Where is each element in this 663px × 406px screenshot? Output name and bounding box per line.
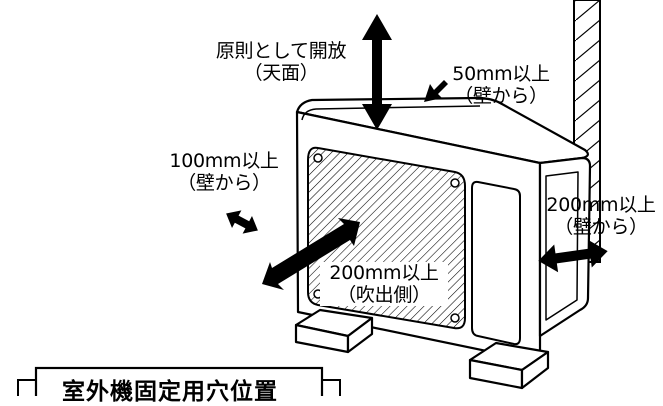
mounting-feet [294, 308, 550, 390]
right-clearance-arrow [538, 239, 608, 273]
back-clearance-arrow [424, 80, 448, 102]
label-left-line1: 100mm以上 [169, 150, 279, 172]
label-top-clearance: 原則として開放 （天面） [206, 40, 356, 84]
section-title-frame [17, 366, 341, 396]
label-top-line1: 原則として開放 [215, 40, 347, 62]
label-right-line2: （壁から） [554, 216, 648, 238]
label-left-line2: （壁から） [177, 172, 271, 194]
label-back-line2: （壁から） [454, 85, 548, 107]
label-front-line2: （吹出側） [337, 284, 431, 306]
label-left-clearance: 100mm以上 （壁から） [162, 150, 286, 194]
section-title: 室外機固定用穴位置 [62, 379, 278, 405]
label-back-line1: 50mm以上 [452, 63, 550, 85]
label-front-clearance: 200mm以上 （吹出側） [320, 262, 448, 306]
service-panel [471, 180, 521, 346]
label-top-line2: （天面） [243, 62, 319, 84]
label-front-line1: 200mm以上 [329, 262, 439, 284]
label-back-clearance: 50mm以上 （壁から） [446, 63, 556, 107]
top-clearance-arrow [362, 14, 392, 130]
label-right-clearance: 200mm以上 （壁から） [540, 194, 662, 238]
left-clearance-arrow [226, 210, 258, 234]
label-right-line1: 200mm以上 [546, 194, 656, 216]
front-clearance-arrow [262, 218, 360, 290]
